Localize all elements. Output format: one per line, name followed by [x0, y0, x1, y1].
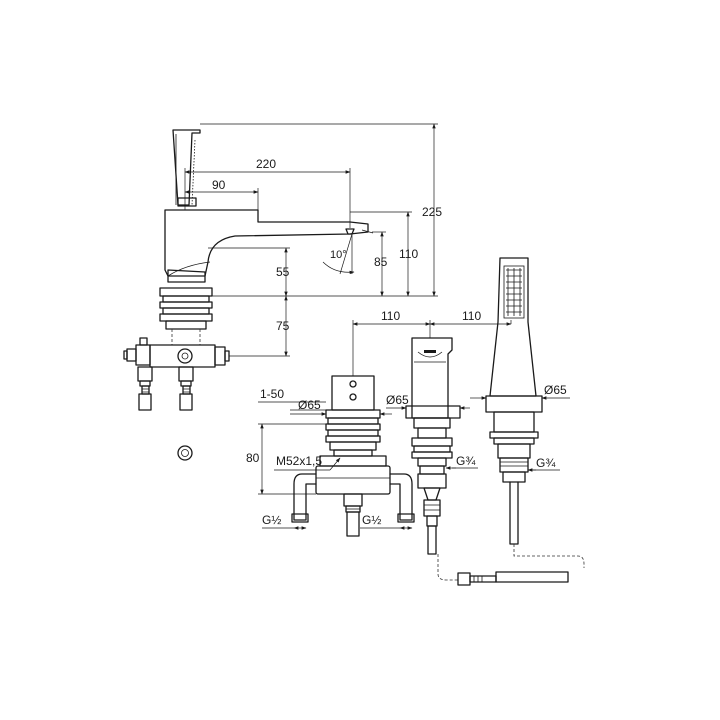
dim-110-a: 110	[381, 309, 400, 323]
spout-base	[159, 287, 213, 345]
diverter-handle	[405, 337, 461, 555]
dim-dia-mid: Ø65	[386, 393, 409, 407]
dim-thread-m52: M52x1,5	[276, 454, 322, 468]
dim-thread-g34-b: G¾	[536, 456, 556, 470]
dim-225: 225	[422, 205, 442, 219]
dim-55: 55	[276, 265, 290, 279]
lever-handle	[172, 129, 201, 207]
shower-dimensions	[470, 396, 570, 472]
dim-thread-g12-a: G½	[262, 513, 281, 527]
dim-thread-g12-b: G½	[362, 513, 381, 527]
dim-110-height: 110	[399, 247, 418, 261]
dim-75: 75	[276, 319, 290, 333]
dim-dia-shower: Ø65	[544, 383, 567, 397]
hand-shower	[485, 257, 543, 545]
dim-110-b: 110	[462, 309, 481, 323]
dim-85: 85	[374, 255, 388, 269]
dim-angle: 10°	[330, 249, 347, 261]
dim-thread-g34-a: G¾	[456, 454, 476, 468]
dim-range: 1-50	[260, 387, 284, 401]
valve-dimensions	[258, 320, 512, 530]
spout-body	[164, 209, 374, 283]
spout-mixer	[123, 129, 374, 461]
spout-dimensions	[184, 123, 438, 357]
dim-dia-valve: Ø65	[298, 398, 321, 412]
handle-dimensions	[386, 406, 478, 470]
dim-220: 220	[256, 157, 276, 171]
dim-80: 80	[246, 451, 260, 465]
fixing-nut-icon	[177, 445, 193, 461]
shower-hose	[437, 544, 585, 586]
valve-block	[123, 337, 230, 411]
dim-90: 90	[212, 178, 226, 192]
